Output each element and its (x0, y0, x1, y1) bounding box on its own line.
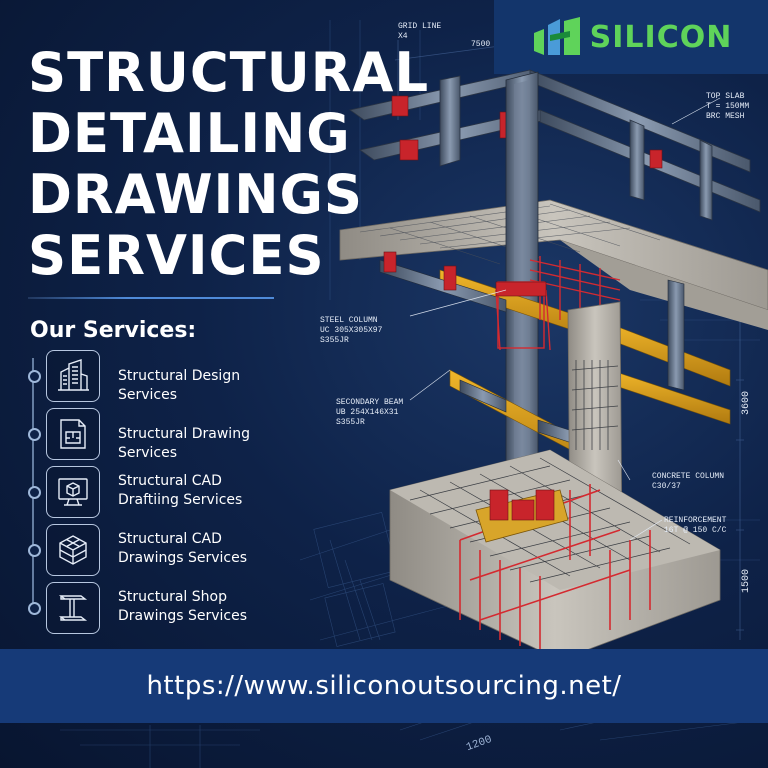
service-label-line: Structural CAD (118, 473, 222, 489)
annotation-text: S355JR (336, 418, 365, 427)
annotation-text: STEEL COLUMN (320, 316, 378, 325)
annotation-steel-column: STEEL COLUMN UC 305x305x97 S355JR (320, 316, 382, 346)
service-item-structural-drawing[interactable]: Structural Drawing Services (26, 408, 296, 461)
annotation-text: S355JR (320, 336, 349, 345)
service-label: Structural Shop Drawings Services (118, 588, 247, 626)
service-label: Structural Design Services (118, 367, 296, 405)
service-icon-frame (46, 350, 100, 402)
silicon-logo-icon (533, 17, 580, 55)
services-timeline (32, 358, 34, 608)
timeline-dot (28, 370, 41, 383)
service-label-line: Draftiing Services (118, 492, 243, 508)
annotation-text: UC 305x305x97 (320, 326, 383, 335)
service-label-line: Structural Design Services (118, 368, 241, 403)
title-underline (28, 297, 274, 299)
steel-beam-icon (58, 595, 88, 621)
title-line: SERVICES (28, 224, 325, 287)
service-label-line: Drawings Services (118, 608, 247, 624)
annotation-secondary-beam: SECONDARY BEAM UB 254x146x31 S355JR (336, 398, 403, 428)
annotation-dim-top: 7500 (471, 40, 491, 49)
title-line: DRAWINGS (28, 163, 364, 226)
annotation-text: CONCRETE COLUMN (652, 472, 725, 481)
wireframe-cube-icon (59, 535, 87, 565)
annotation-concrete-column: CONCRETE COLUMN C30/37 (652, 472, 724, 492)
services-heading: Our Services: (30, 318, 197, 343)
service-item-structural-cad-drawings[interactable]: Structural CAD Drawings Services (26, 524, 296, 576)
annotation-dim-1500: 1500 (741, 568, 753, 594)
brand-logo[interactable]: SILICON (494, 0, 768, 74)
service-icon-frame (46, 408, 100, 460)
service-label-line: Structural Shop (118, 589, 227, 605)
service-icon-frame (46, 466, 100, 518)
service-label-line: Structural CAD (118, 531, 222, 547)
annotation-text: BRC MESH (706, 112, 745, 121)
annotation-reinforcement: REINFORCEMENT 16T @ 150 C/C (664, 516, 726, 536)
title-line: STRUCTURAL (28, 41, 430, 104)
service-item-structural-cad-drafting[interactable]: Structural CAD Draftiing Services (26, 466, 296, 518)
annotation-text: t = 150mm (706, 102, 750, 111)
service-icon-frame (46, 582, 100, 634)
timeline-dot (28, 486, 41, 499)
annotation-grid-line: GRID LINE X4 (398, 22, 441, 42)
timeline-dot (28, 602, 41, 615)
annotation-text: X4 (398, 32, 408, 41)
service-label-line: Drawings Services (118, 550, 247, 566)
service-label: Structural CAD Drawings Services (118, 530, 247, 568)
monitor-cad-icon (58, 478, 88, 506)
service-item-structural-design[interactable]: Structural Design Services (26, 350, 296, 403)
annotation-top-slab: TOP SLAB t = 150mm BRC MESH (706, 92, 749, 122)
service-label-line: Structural Drawing Services (118, 426, 250, 461)
page-title: STRUCTURAL DETAILING DRAWINGS SERVICES (28, 42, 437, 286)
brand-name: SILICON (589, 19, 733, 55)
service-icon-frame (46, 524, 100, 576)
annotation-text: TOP SLAB (706, 92, 745, 101)
structural-frame-illustration (339, 69, 768, 660)
timeline-dot (28, 428, 41, 441)
annotation-text: C30/37 (652, 482, 681, 491)
annotation-dim-3600: 3600 (741, 390, 753, 416)
floor-plan-icon (60, 419, 86, 449)
annotation-text: REINFORCEMENT (664, 516, 727, 525)
service-label: Structural CAD Draftiing Services (118, 472, 242, 510)
title-line: DETAILING (28, 102, 351, 165)
service-item-structural-shop-drawings[interactable]: Structural Shop Drawings Services (26, 582, 296, 634)
annotation-text: GRID LINE (398, 22, 442, 31)
timeline-dot (28, 544, 41, 557)
annotation-text: SECONDARY BEAM (336, 398, 404, 407)
annotation-text: UB 254x146x31 (336, 408, 399, 417)
building-icon (58, 359, 89, 391)
website-url-link[interactable]: https://www.siliconoutsourcing.net/ (146, 671, 622, 701)
service-label: Structural Drawing Services (118, 425, 296, 463)
website-banner[interactable]: https://www.siliconoutsourcing.net/ (0, 649, 768, 723)
annotation-text: 16T @ 150 C/C (664, 526, 727, 535)
